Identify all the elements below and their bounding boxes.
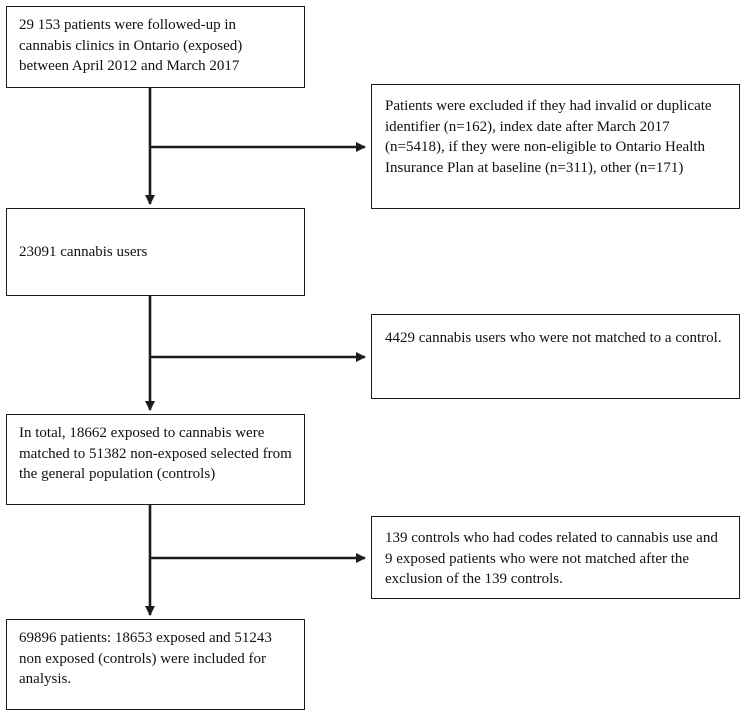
flow-box-included-for-analysis-text: 69896 patients: 18653 exposed and 51243 …	[19, 630, 272, 688]
flow-box-followed-up-text: 29 153 patients were followed-up in cann…	[19, 17, 243, 75]
exclusion-box-not-matched: 4429 cannabis users who were not matched…	[371, 314, 740, 399]
flow-box-included-for-analysis: 69896 patients: 18653 exposed and 51243 …	[6, 619, 305, 710]
exclusion-box-controls-with-codes: 139 controls who had codes related to ca…	[371, 516, 740, 599]
exclusion-box-invalid-duplicate-text: Patients were excluded if they had inval…	[385, 98, 712, 177]
exclusion-box-controls-with-codes-text: 139 controls who had codes related to ca…	[385, 530, 718, 588]
flow-box-followed-up: 29 153 patients were followed-up in cann…	[6, 6, 305, 88]
flow-box-matched-text: In total, 18662 exposed to cannabis were…	[19, 425, 292, 483]
flow-box-cannabis-users-text: 23091 cannabis users	[19, 243, 148, 260]
exclusion-box-invalid-duplicate: Patients were excluded if they had inval…	[371, 84, 740, 209]
exclusion-box-not-matched-text: 4429 cannabis users who were not matched…	[385, 330, 722, 346]
flow-box-cannabis-users: 23091 cannabis users	[6, 208, 305, 296]
flow-box-matched: In total, 18662 exposed to cannabis were…	[6, 414, 305, 505]
